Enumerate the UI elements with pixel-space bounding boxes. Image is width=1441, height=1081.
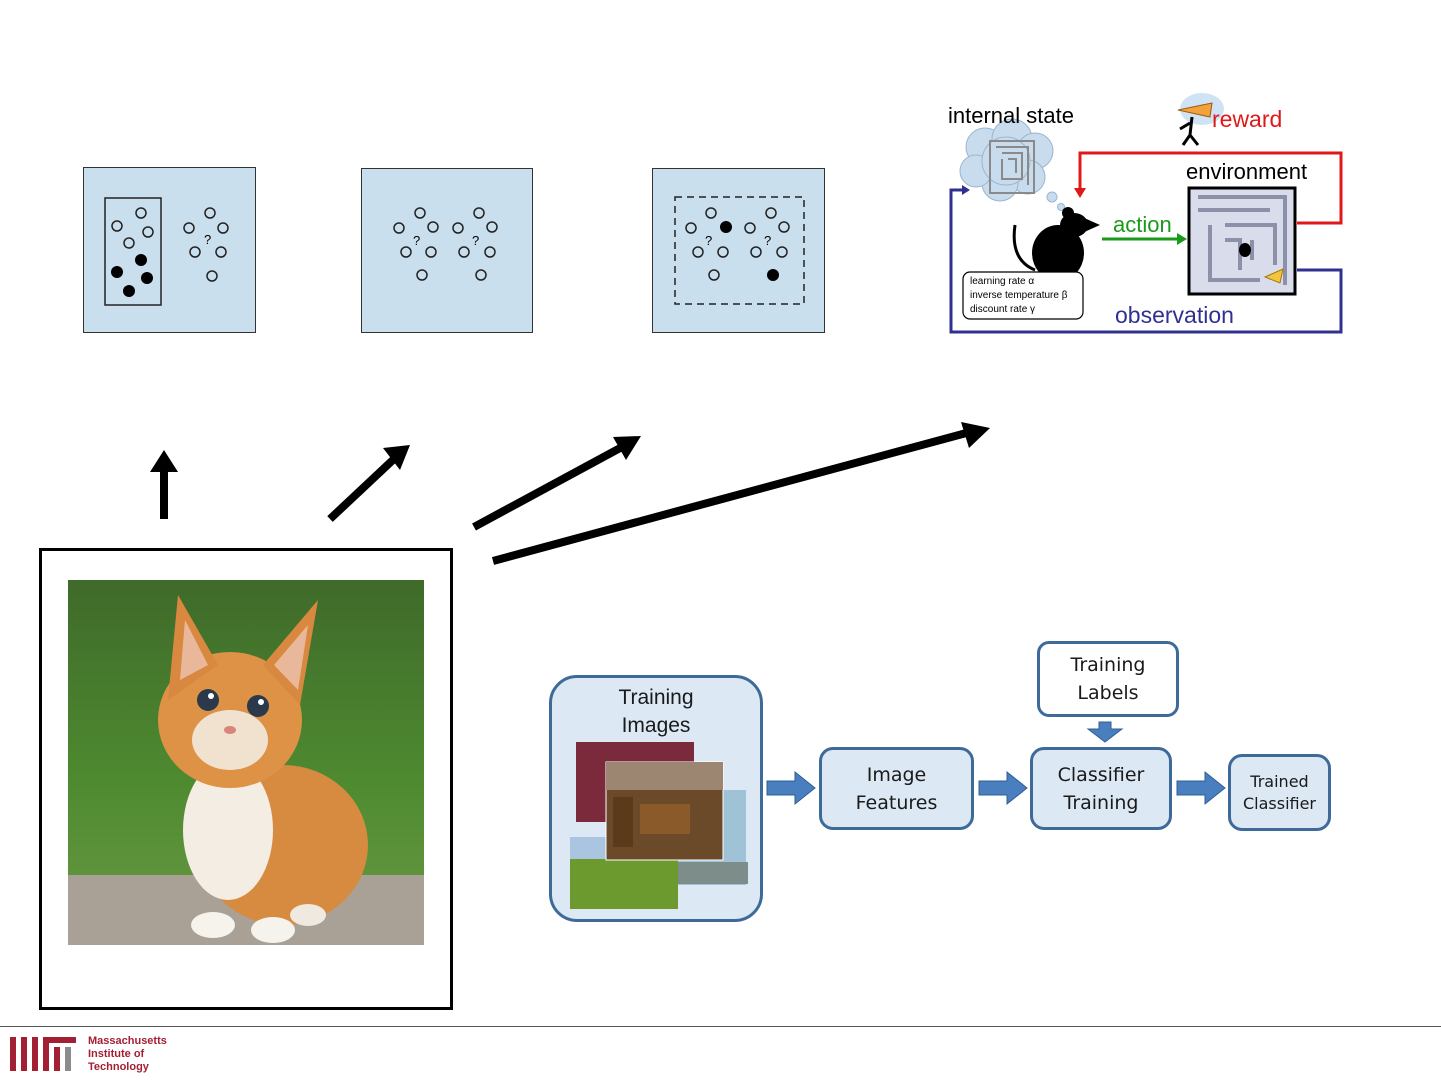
training-images-label: Training Images (618, 684, 693, 740)
training-image-collage (568, 742, 748, 910)
trained-classifier-label: Trained Classifier (1243, 771, 1316, 815)
mit-logo (10, 1037, 80, 1071)
arrowhead-diagonal-3 (961, 422, 990, 448)
trained-classifier-box: Trained Classifier (1228, 754, 1331, 831)
pipeline-arrows (760, 720, 1240, 820)
footer-divider (0, 1026, 1441, 1027)
arrow-diagonal-2 (474, 447, 622, 527)
arrowhead-up (150, 450, 178, 472)
institution-line-2: Institute of (88, 1048, 167, 1061)
institution-line-1: Massachusetts (88, 1035, 167, 1048)
arrow-to-trained (1177, 772, 1225, 804)
institution-line-3: Technology (88, 1061, 167, 1074)
arrow-labels-down (1088, 722, 1122, 742)
arrow-to-classifier (979, 772, 1027, 804)
input-image-frame (39, 548, 453, 1010)
training-labels-label: Training Labels (1071, 651, 1146, 707)
institution-name: Massachusetts Institute of Technology (88, 1035, 167, 1074)
training-labels-box: Training Labels (1037, 641, 1179, 717)
task-arrows (0, 0, 1441, 600)
arrow-diagonal-1 (330, 458, 395, 519)
arrow-diagonal-3 (493, 432, 970, 561)
arrow-to-features (767, 772, 815, 804)
kitten-photo (68, 580, 424, 945)
